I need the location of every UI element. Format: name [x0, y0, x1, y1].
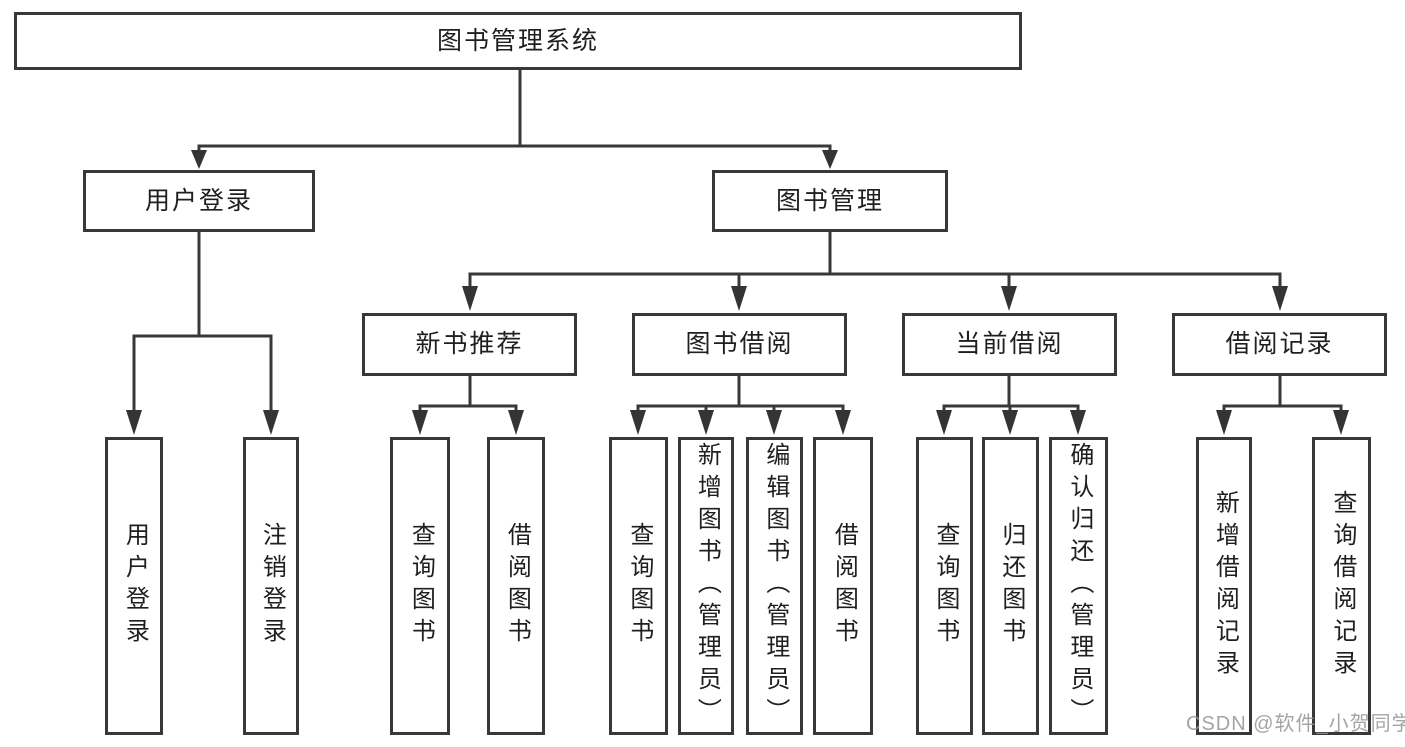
leaf-rec-borrow: 借阅图书	[487, 437, 545, 735]
leaf-logout-label: 注销登录	[258, 522, 286, 650]
leaf-bb-add-label: 新增图书（管理员）	[693, 442, 721, 730]
leaf-br-query-label: 查询借阅记录	[1328, 490, 1356, 682]
node-user-login-label: 用户登录	[144, 186, 253, 215]
leaf-br-add-label: 新增借阅记录	[1211, 490, 1239, 682]
leaf-bb-query: 查询图书	[609, 437, 668, 735]
node-new-book-rec: 新书推荐	[362, 313, 577, 376]
leaf-bb-borrow: 借阅图书	[813, 437, 873, 735]
connector-user-login	[126, 230, 279, 435]
node-book-mgmt: 图书管理	[712, 170, 948, 232]
connector-root	[191, 68, 838, 169]
leaf-bb-edit-label: 编辑图书（管理员）	[761, 442, 789, 730]
leaf-cb-query: 查询图书	[916, 437, 973, 735]
connector-book-mgmt	[462, 230, 1288, 311]
leaf-rec-query: 查询图书	[390, 437, 450, 735]
leaf-cb-confirm: 确认归还（管理员）	[1049, 437, 1108, 735]
node-new-book-rec-label: 新书推荐	[415, 330, 524, 358]
watermark: CSDN @软件_小贺同学	[1186, 713, 1405, 735]
node-current-borrow: 当前借阅	[902, 313, 1117, 376]
leaf-bb-edit: 编辑图书（管理员）	[746, 437, 803, 735]
node-root: 图书管理系统	[14, 12, 1022, 70]
leaf-cb-return: 归还图书	[982, 437, 1039, 735]
leaf-rec-borrow-label: 借阅图书	[503, 522, 531, 650]
connector-book-borrow	[630, 374, 851, 435]
node-book-mgmt-label: 图书管理	[775, 186, 884, 215]
leaf-br-add: 新增借阅记录	[1196, 437, 1252, 735]
node-borrow-record: 借阅记录	[1172, 313, 1387, 376]
node-book-borrow-label: 图书借阅	[685, 330, 794, 358]
leaf-cb-confirm-label: 确认归还（管理员）	[1065, 442, 1093, 730]
node-book-borrow: 图书借阅	[632, 313, 847, 376]
connector-current-borrow	[936, 374, 1086, 435]
connector-new-book-rec	[412, 374, 524, 435]
leaf-bb-add: 新增图书（管理员）	[678, 437, 734, 735]
leaf-user-login: 用户登录	[105, 437, 163, 735]
leaf-rec-query-label: 查询图书	[407, 522, 435, 650]
node-user-login: 用户登录	[83, 170, 315, 232]
node-current-borrow-label: 当前借阅	[955, 330, 1064, 358]
leaf-user-login-label: 用户登录	[121, 522, 149, 650]
leaf-cb-return-label: 归还图书	[997, 522, 1025, 650]
node-root-label: 图书管理系统	[436, 26, 599, 55]
leaf-logout: 注销登录	[243, 437, 299, 735]
leaf-bb-borrow-label: 借阅图书	[830, 522, 858, 650]
node-borrow-record-label: 借阅记录	[1225, 330, 1334, 358]
leaf-bb-query-label: 查询图书	[625, 522, 653, 650]
leaf-cb-query-label: 查询图书	[931, 522, 959, 650]
connector-borrow-record	[1216, 374, 1349, 435]
leaf-br-query: 查询借阅记录	[1312, 437, 1371, 735]
